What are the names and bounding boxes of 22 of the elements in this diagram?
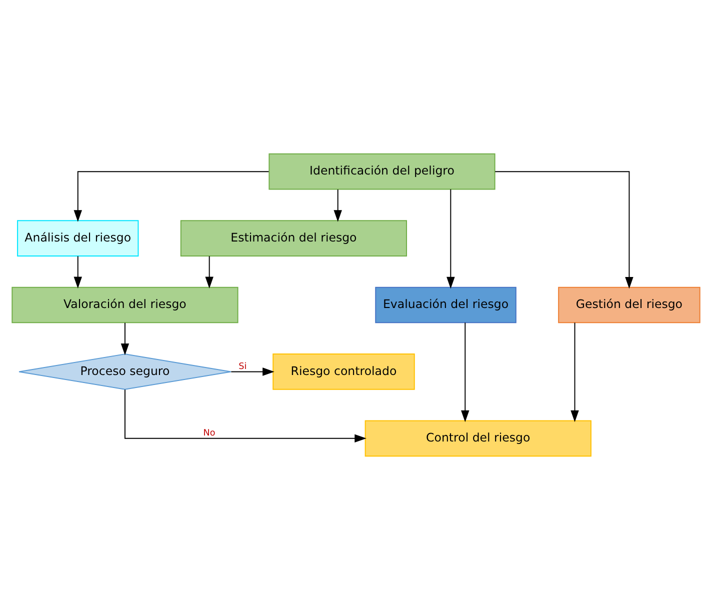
edge-label: No <box>203 428 216 439</box>
arrow <box>494 171 634 289</box>
edge-label: Si <box>238 362 247 372</box>
node-box: Estimación del riesgo <box>180 220 407 256</box>
arrow <box>230 368 274 376</box>
node-box: Evaluación del riesgo <box>375 286 516 324</box>
arrow <box>570 322 579 422</box>
arrow <box>334 188 342 222</box>
node-box: Gestión del riesgo <box>558 286 700 324</box>
arrow <box>205 256 214 289</box>
node-box: Riesgo controlado <box>272 354 415 390</box>
arrow <box>74 171 270 222</box>
arrow <box>461 322 470 422</box>
node-diamond: Proceso seguro <box>18 354 232 390</box>
node-box: Análisis del riesgo <box>17 220 139 256</box>
arrow <box>120 322 130 356</box>
arrow <box>124 389 366 443</box>
node-box: Valoración del riesgo <box>12 286 238 324</box>
arrow <box>74 256 82 289</box>
arrow <box>446 188 455 289</box>
node-box: Identificación del peligro <box>268 153 496 190</box>
node-box: Control del riesgo <box>364 420 592 457</box>
